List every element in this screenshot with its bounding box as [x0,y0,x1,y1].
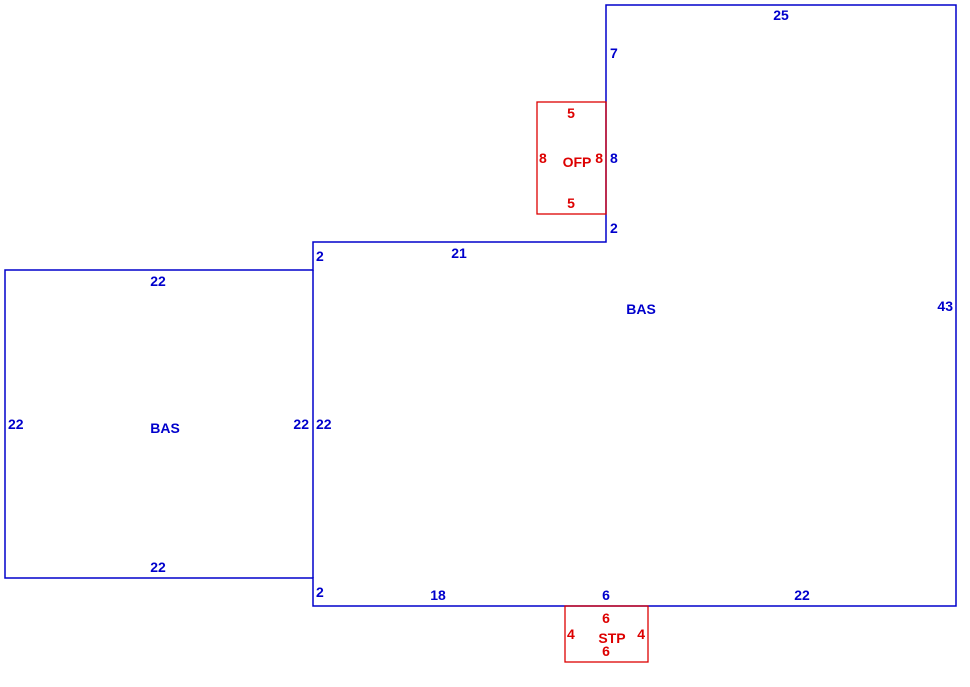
main-bas-dim-left-bottom-step: 2 [316,584,324,600]
ofp-outline [536,101,607,215]
main-bas-dim-bottom-left: 18 [430,587,446,603]
left-bas-label: BAS [150,420,180,436]
stp-outline [564,605,649,663]
main-bas-dim-porch-side: 8 [610,150,618,166]
left-bas-dim-left: 22 [8,416,24,432]
main-bas-label: BAS [626,301,656,317]
stp-dim-left: 4 [567,626,575,642]
main-bas-dim-step: 2 [610,220,618,236]
main-bas-dim-mid-top: 21 [451,245,467,261]
main-bas-dim-upper-left: 7 [610,45,618,61]
main-bas-dim-bottom-right: 22 [794,587,810,603]
main-bas-outline [4,4,957,607]
stp-dim-right: 4 [637,626,645,642]
ofp-dim-top: 5 [567,105,575,121]
ofp-dim-left: 8 [539,150,547,166]
main-bas-dim-bottom-mid: 6 [602,587,610,603]
left-bas-dim-top: 22 [150,273,166,289]
left-bas-dim-bottom: 22 [150,559,166,575]
stp-dim-top: 6 [602,610,610,626]
stp-label: STP [598,630,625,646]
main-bas-dim-left-top-step: 2 [316,248,324,264]
stp-dim-bottom: 6 [602,643,610,659]
ofp-label: OFP [563,154,592,170]
ofp-dim-right: 8 [595,150,603,166]
ofp-dim-bottom: 5 [567,195,575,211]
main-bas-dim-left: 22 [316,416,332,432]
main-bas-dim-top-right: 25 [773,7,789,23]
left-bas-dim-right: 22 [293,416,309,432]
main-bas-dim-right: 43 [937,298,953,314]
